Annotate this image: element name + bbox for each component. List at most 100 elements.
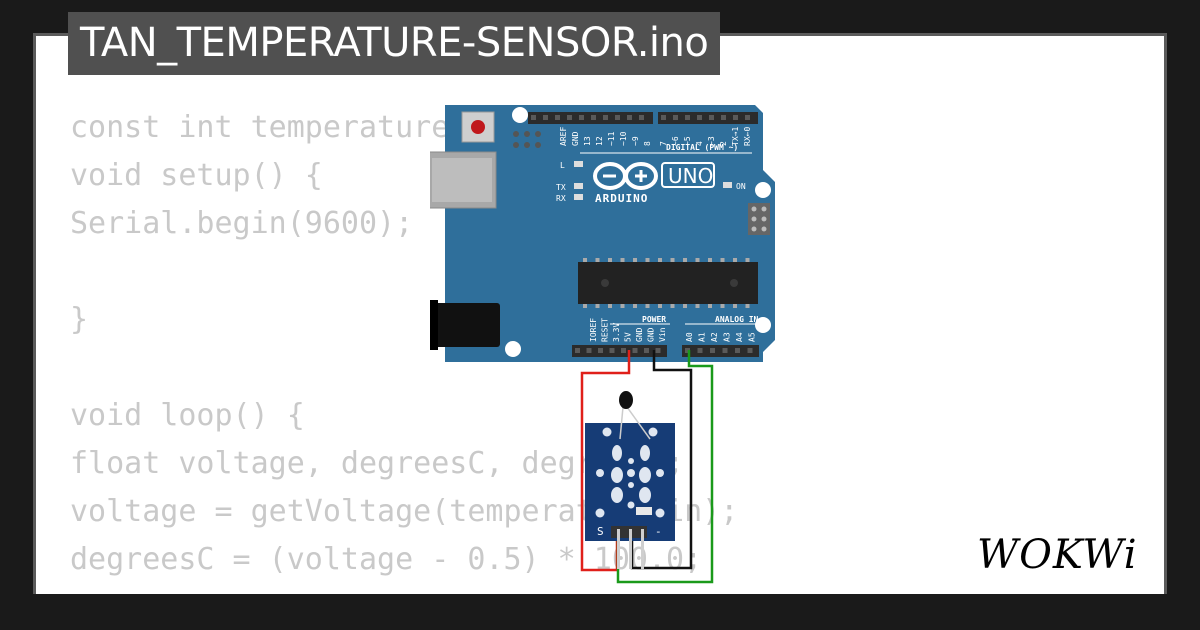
code-line: } [70,302,89,337]
header-pin[interactable] [531,115,536,120]
header-pin[interactable] [747,348,753,353]
led-l [574,161,583,167]
pin-minus-label: - [655,525,662,538]
header-pin[interactable] [722,348,728,353]
power-header[interactable] [572,345,667,357]
board-model: UNO [668,164,713,188]
chip-pin [608,258,612,262]
chip-pin [658,304,662,308]
header-pin[interactable] [697,115,702,120]
arduino-logo-icon [593,162,658,190]
chip-pin [608,304,612,308]
chip-pin [745,304,750,308]
header-pin[interactable] [579,115,584,120]
header-pin[interactable] [615,115,620,120]
led-tx-label: TX [556,183,566,192]
pin-label: ~3 [707,136,716,146]
header-pin[interactable] [543,115,548,120]
wokwi-logo: WOKWi [977,532,1138,576]
pin-label: 7 [659,141,668,146]
pin-label: A1 [698,332,707,342]
chip-pin [720,258,725,262]
chip-pin [695,304,700,308]
header-pin[interactable] [609,348,615,353]
temperature-sensor-module[interactable]: S - [575,355,685,575]
sensor-pcb [585,423,675,541]
header-pin[interactable] [685,348,690,353]
header-pin[interactable] [733,115,738,120]
chip-pin [583,258,587,262]
header-pin[interactable] [591,115,596,120]
header-pin[interactable] [655,348,661,353]
pin-label: A0 [685,332,694,342]
header-pin[interactable] [673,115,678,120]
header-pin[interactable] [644,348,649,353]
pin-label: IOREF [589,318,598,342]
header-pin[interactable] [639,115,644,120]
bottom-edge [0,594,1200,630]
pin-label: GND [647,327,656,342]
led-on [723,182,732,188]
code-line: Serial.begin(9600); [70,206,414,241]
pin-label: A3 [723,332,732,342]
mount-hole [755,182,771,198]
file-title-tab: TAN_TEMPERATURE-SENSOR.ino [68,12,721,75]
thermistor-icon [619,391,633,409]
digital-label: DIGITAL (PWM ~) [666,143,738,152]
chip-pin [683,258,687,262]
pin-label: 3.3V [612,323,621,342]
led-l-label: L [560,161,565,170]
header-pin[interactable] [586,348,592,353]
pin-label: Vin [658,327,667,342]
header-pin[interactable] [575,348,580,353]
header-pin[interactable] [697,348,703,353]
header-pin[interactable] [685,115,690,120]
header-pin[interactable] [555,115,560,120]
file-title: TAN_TEMPERATURE-SENSOR.ino [80,20,709,66]
header-pin[interactable] [567,115,572,120]
resistor-icon [636,507,652,515]
led-rx-label: RX [556,194,566,203]
pin-label: RX←0 [743,127,752,146]
header-pin[interactable] [735,348,740,353]
header-pin[interactable] [745,115,750,120]
pin-label: GND [635,327,644,342]
pin-label: 5V [624,332,633,342]
header-pin[interactable] [627,115,632,120]
header-pin[interactable] [603,115,608,120]
chip-pin [708,258,712,262]
header-pin[interactable] [598,348,603,353]
chip-pin [658,258,662,262]
pin-label: AREF [559,127,568,146]
code-line: degreesF = degreesC * (9.0/5.0) + 32.0; [70,584,774,594]
pin-label: 2 [719,141,728,146]
wokwi-logo-text: WOKWi [977,532,1138,576]
header-pin[interactable] [661,115,666,120]
analog-label: ANALOG IN [715,315,759,324]
led-tx [574,183,583,189]
header-pin[interactable] [632,348,638,353]
pin-label: A2 [710,332,719,342]
mount-hole [505,341,521,357]
chip-pin [620,304,625,308]
icsp-header [748,203,770,235]
header-pin[interactable] [709,115,714,120]
header-pin[interactable] [710,348,715,353]
chip-pin [733,258,737,262]
pin-label: GND [571,131,580,146]
pin-label: ~6 [671,136,680,146]
power-label: POWER [642,315,666,324]
pin-s-label: S [597,525,604,538]
chip-pin [708,304,712,308]
pin-label: 4 [695,141,704,146]
chip-pin [670,304,675,308]
led-on-label: ON [736,182,746,191]
wire-signal[interactable] [616,350,714,584]
header-pin[interactable] [721,115,726,120]
code-line: void loop() { [70,398,305,433]
mount-hole [755,317,771,333]
mount-hole [512,107,528,123]
pin-label: TX→1 [731,127,740,146]
header-pin[interactable] [621,348,626,353]
